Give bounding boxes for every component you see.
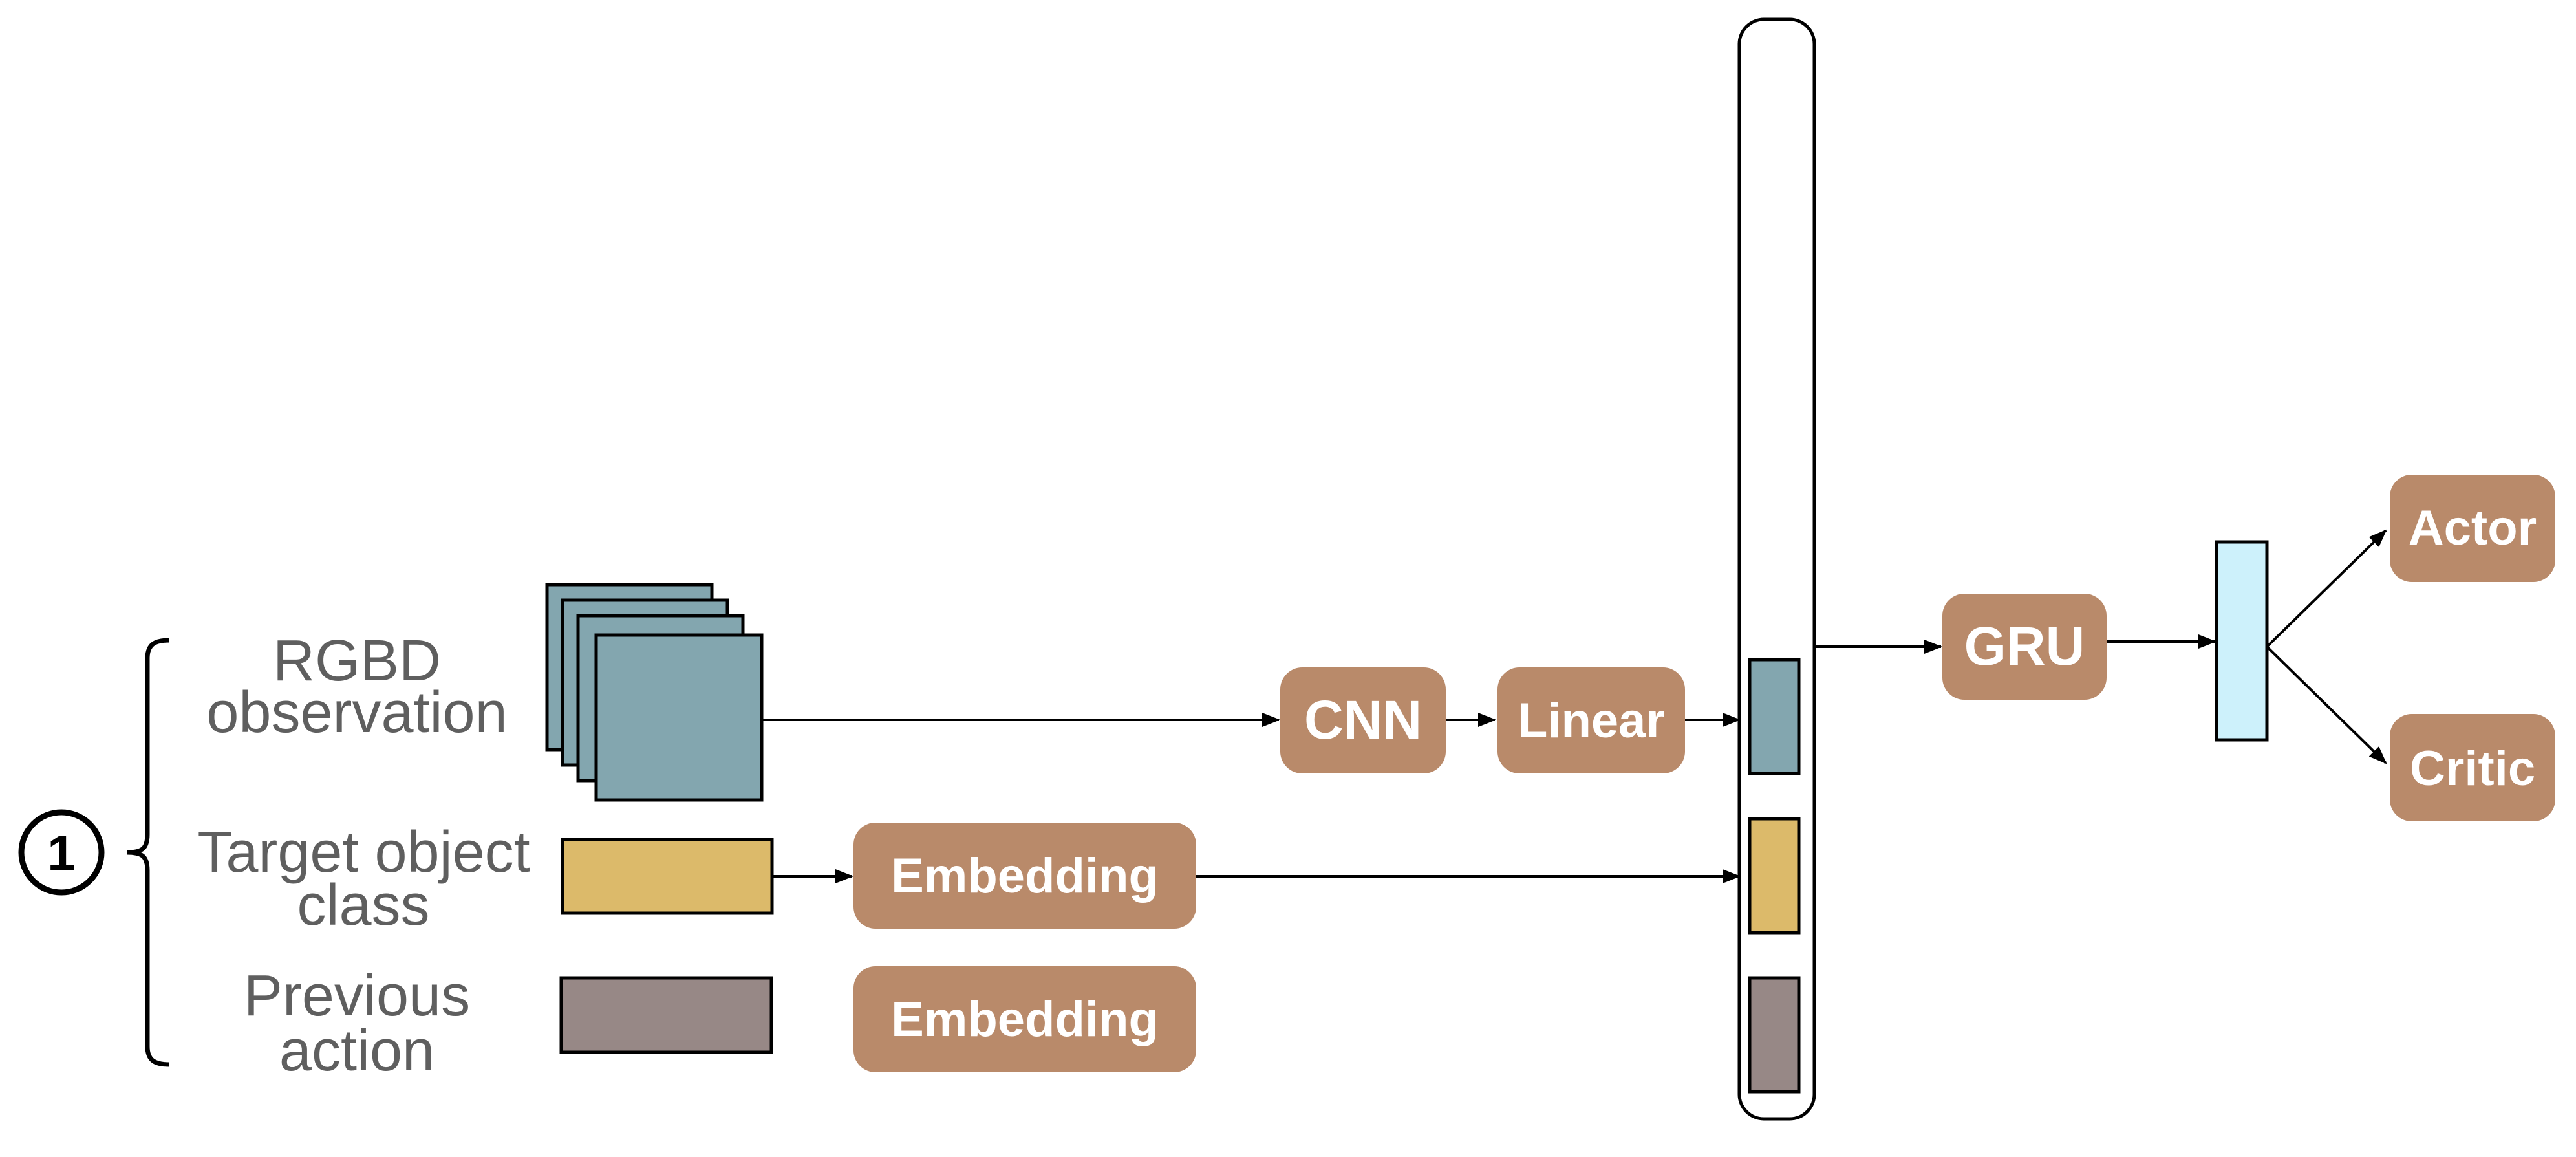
cnn-label: CNN [1304, 689, 1422, 750]
linear-module: Linear [1497, 667, 1685, 773]
gru-module: GRU [1942, 594, 2107, 700]
cnn-module: CNN [1280, 667, 1446, 773]
embedding-target-module: Embedding [853, 823, 1196, 929]
rgbd-label-line2: observation [206, 680, 507, 745]
rgbd-feature-vector [1748, 658, 1801, 775]
embedding-action-label: Embedding [891, 992, 1159, 1047]
actor-module: Actor [2390, 475, 2555, 582]
input-group-brace [126, 638, 170, 1067]
rgbd-label-line1: RGBD [273, 629, 441, 693]
target-label-line1: Target object [197, 820, 530, 885]
previous-action-input [559, 976, 773, 1054]
previous-label-line2: action [279, 1019, 435, 1083]
gru-output-vector [2215, 540, 2269, 742]
previous-label-line1: Previous [244, 964, 470, 1028]
actor-label: Actor [2409, 501, 2537, 556]
arrow-output-to-critic [2266, 645, 2387, 764]
arrow-output-to-actor [2266, 529, 2387, 648]
target-feature-vector [1748, 817, 1801, 935]
step-marker-number: 1 [47, 825, 75, 881]
gru-label: GRU [1964, 616, 2085, 676]
critic-module: Critic [2390, 714, 2555, 821]
action-feature-vector [1748, 976, 1801, 1094]
embedding-target-label: Embedding [891, 849, 1159, 903]
concat-container [1737, 17, 1816, 1121]
step-marker: 1 [18, 809, 105, 896]
embedding-action-module: Embedding [853, 966, 1196, 1072]
target-class-input [561, 838, 774, 915]
rgbd-image-stack [545, 583, 764, 802]
target-label-line2: class [297, 873, 429, 938]
linear-label: Linear [1518, 693, 1665, 748]
critic-label: Critic [2410, 741, 2535, 796]
